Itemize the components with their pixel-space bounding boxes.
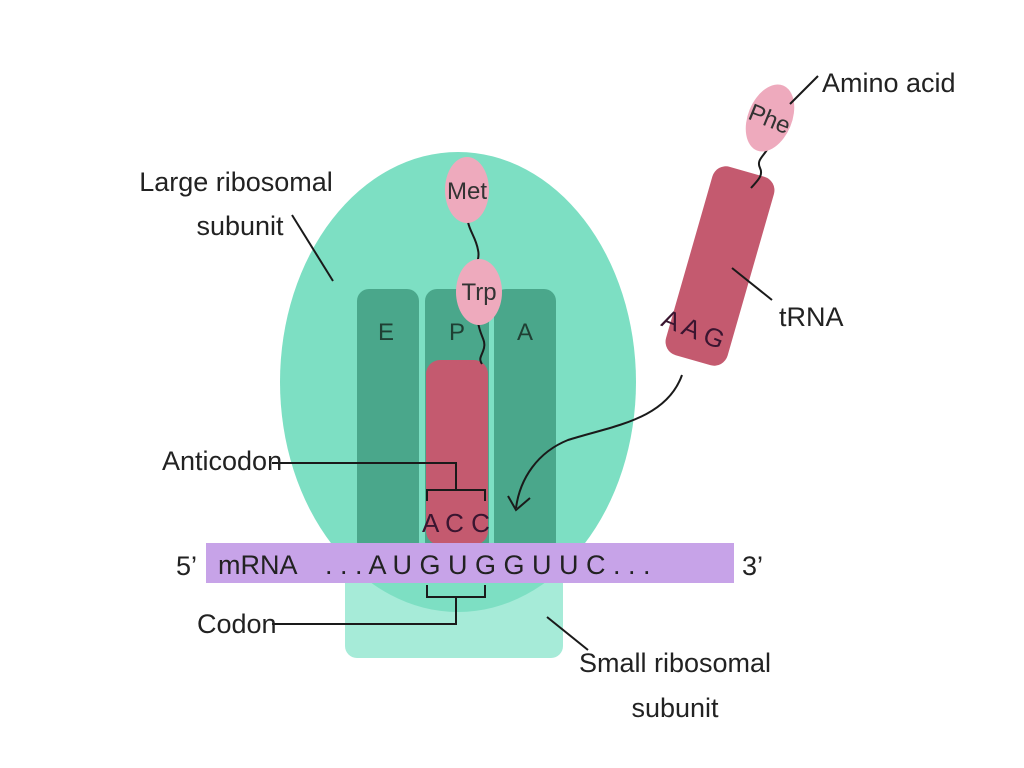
e-site-label: E (378, 319, 394, 346)
large-subunit-leader (291, 214, 334, 282)
small-subunit-label-line2: subunit (631, 693, 719, 723)
met-label: Met (447, 178, 487, 205)
mrna-label: mRNA (218, 550, 298, 580)
entry-arrow (515, 374, 683, 509)
trp-label: Trp (461, 279, 496, 306)
phe-amino-acid (745, 84, 795, 152)
five-prime-label: 5’ (176, 551, 197, 581)
p-site-anticodon: A C C (422, 508, 490, 538)
trna-leader (731, 267, 773, 301)
p-site-label: P (449, 319, 465, 346)
anticodon-label: Anticodon (162, 446, 282, 476)
phe-trna-bond (750, 147, 769, 189)
amino-acid-label: Amino acid (822, 68, 956, 98)
anticodon-leader (272, 462, 457, 490)
met-amino-acid (445, 157, 489, 223)
small-subunit-leader (546, 616, 589, 651)
p-site-trna (426, 360, 488, 545)
large-subunit-label-line1: Large ribosomal (139, 167, 333, 197)
entry-arrowhead (507, 495, 531, 512)
amino-acid-leader (789, 75, 819, 105)
trna-label: tRNA (779, 302, 844, 332)
small-subunit-label-line1: Small ribosomal (579, 648, 771, 678)
a-site-label: A (517, 319, 533, 346)
e-site (357, 289, 419, 554)
large-subunit-label-line2: subunit (196, 211, 284, 241)
mrna-strand (206, 543, 734, 583)
three-prime-label: 3’ (742, 551, 763, 581)
codon-label: Codon (197, 609, 277, 639)
mrna-sequence: . . . A U G U G G U U C . . . (325, 550, 651, 580)
phe-amino-acid-group: Phe (745, 84, 795, 152)
trp-trna-bond (477, 321, 486, 365)
trp-amino-acid (456, 259, 502, 325)
a-site (494, 289, 556, 554)
incoming-trna (665, 166, 775, 366)
codon-leader (272, 597, 457, 625)
